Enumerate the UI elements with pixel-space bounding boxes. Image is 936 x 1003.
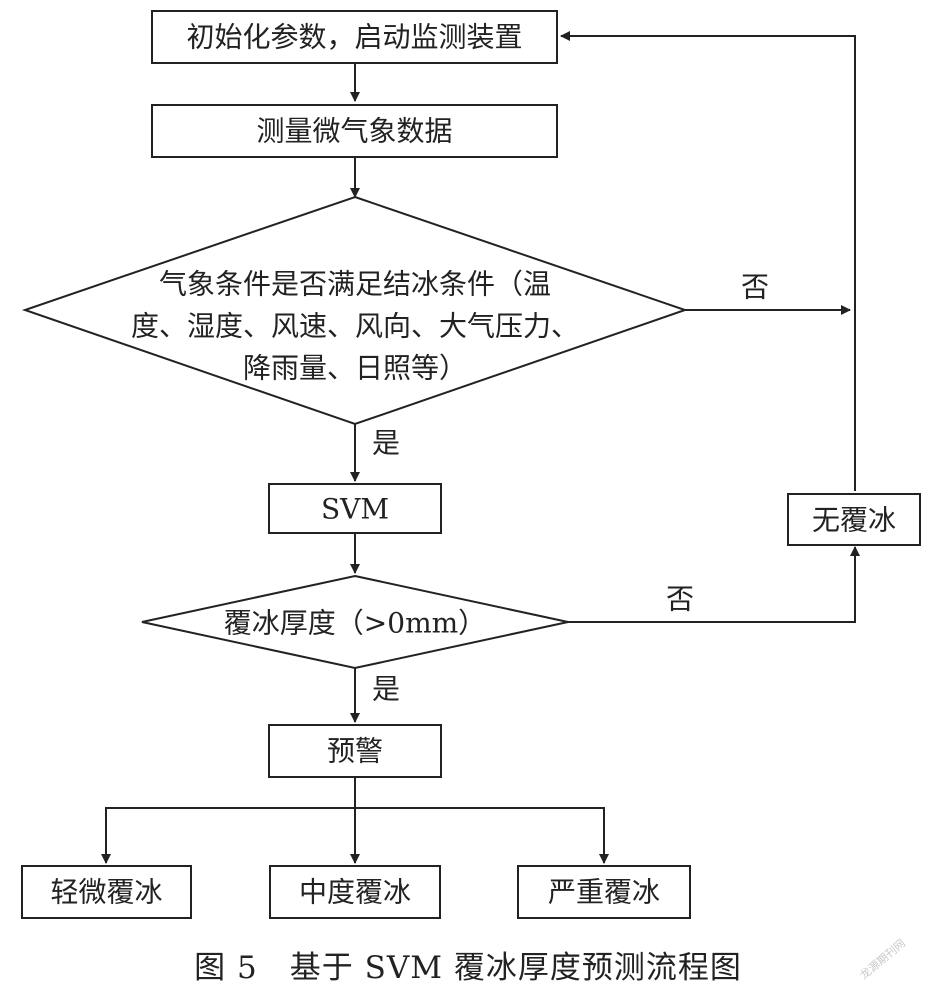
edge-warning-to-severe [355, 807, 609, 864]
node-condition-label-line1: 气象条件是否满足结冰条件（温 [159, 268, 551, 301]
node-light: 轻微覆冰 [21, 865, 192, 919]
edge-thickness-no [568, 546, 860, 623]
node-init-label: 初始化参数，启动监测装置 [186, 21, 522, 54]
edge-no-ice-to-init [560, 31, 856, 491]
node-thickness: 覆冰厚度（>0mm） [141, 574, 569, 670]
node-thickness-label: 覆冰厚度（>0mm） [224, 607, 486, 640]
edge-warning-branch [101, 777, 356, 864]
edge-label-thickness-no: 否 [666, 583, 694, 616]
node-svm-label: SVM [321, 493, 389, 526]
edge-label-condition-yes: 是 [372, 427, 400, 460]
node-light-label: 轻微覆冰 [50, 876, 162, 909]
watermark: 龙源期刊网 [857, 936, 908, 982]
node-measure-label: 测量微气象数据 [256, 115, 452, 148]
node-severe-label: 严重覆冰 [548, 876, 660, 909]
node-severe: 严重覆冰 [517, 865, 691, 919]
node-no-ice: 无覆冰 [787, 493, 921, 546]
node-warning: 预警 [268, 724, 442, 778]
node-svm: SVM [268, 483, 442, 534]
node-warning-label: 预警 [327, 735, 383, 768]
node-condition-label-line2: 度、湿度、风速、风向、大气压力、 [131, 310, 579, 343]
node-init: 初始化参数，启动监测装置 [151, 10, 558, 64]
node-condition-label-line3: 降雨量、日照等） [243, 352, 467, 385]
node-medium: 中度覆冰 [269, 865, 441, 919]
node-no-ice-label: 无覆冰 [812, 504, 896, 537]
edge-label-thickness-yes: 是 [372, 673, 400, 706]
node-measure: 测量微气象数据 [151, 104, 558, 158]
figure-caption: 图 5 基于 SVM 覆冰厚度预测流程图 [194, 950, 742, 986]
node-medium-label: 中度覆冰 [299, 876, 411, 909]
edge-label-condition-no: 否 [741, 271, 769, 304]
node-condition: 气象条件是否满足结冰条件（温 度、湿度、风速、风向、大气压力、 降雨量、日照等） [21, 195, 689, 426]
